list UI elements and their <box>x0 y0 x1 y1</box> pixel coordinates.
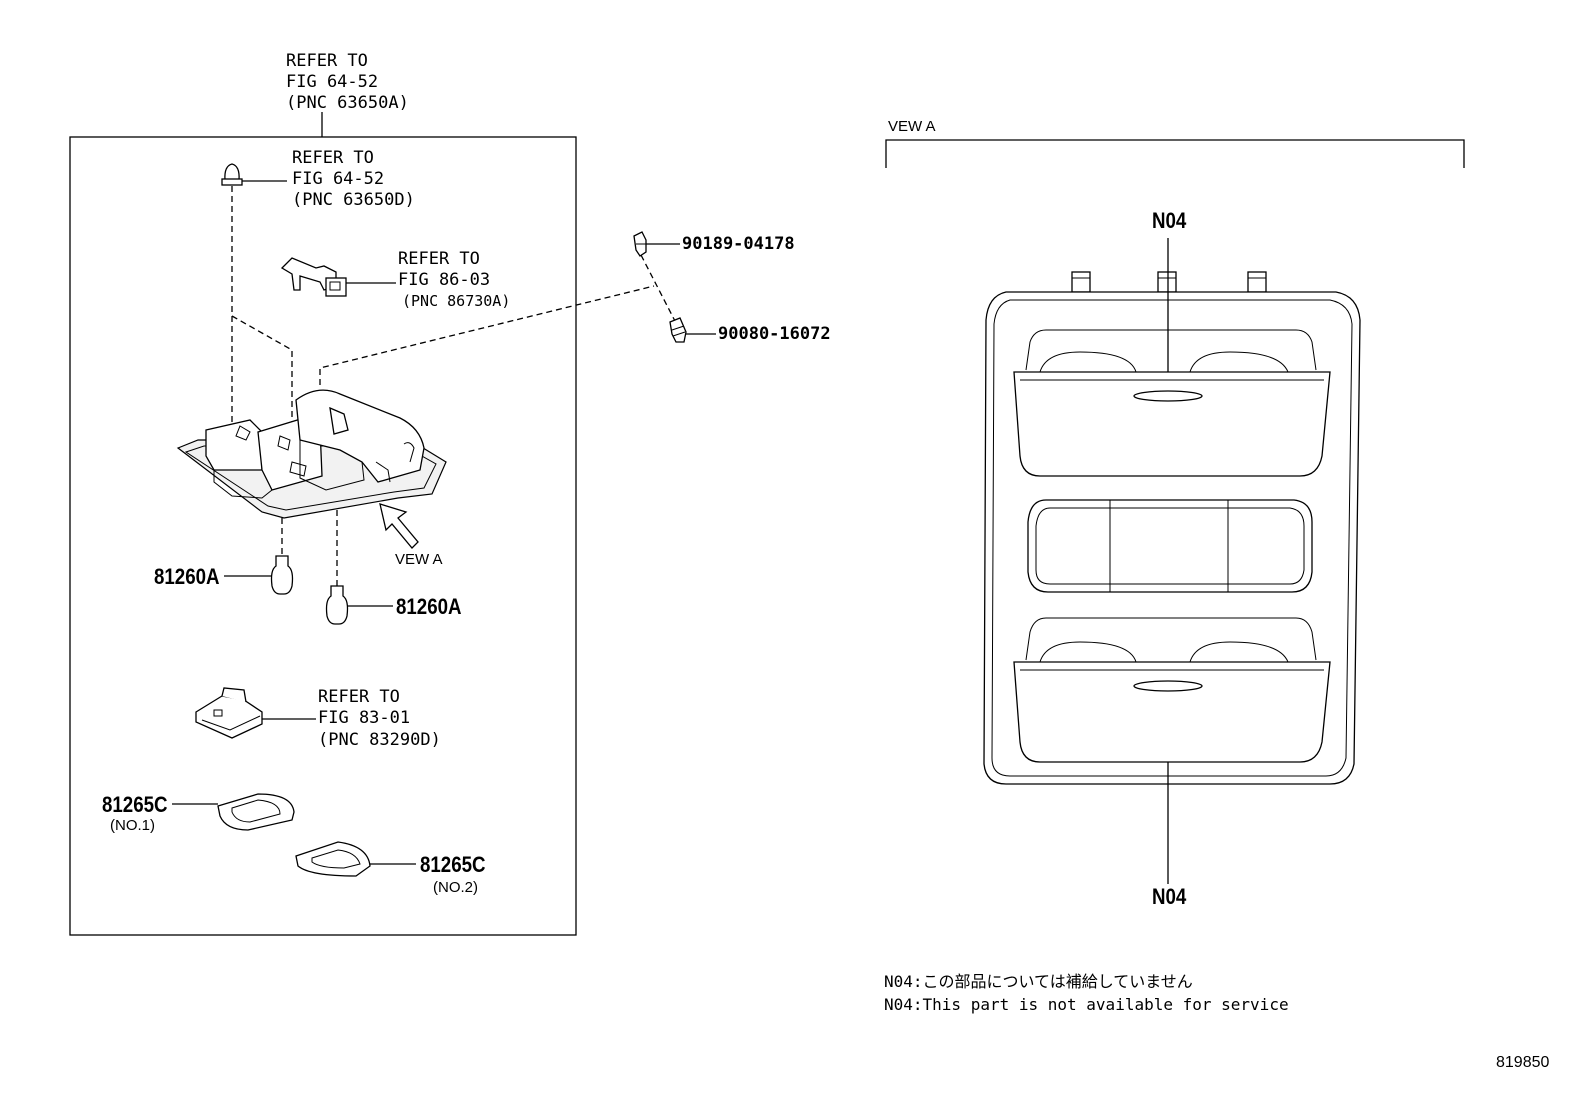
refer-main-line1: REFER TO <box>286 51 368 71</box>
view-a-arrow <box>379 503 419 549</box>
refer-main-line3: (PNC 63650A) <box>286 93 409 113</box>
view-a-arrow-label: VEW A <box>395 551 443 568</box>
screw-90080-label: 90080-16072 <box>718 324 831 344</box>
illustration-id: 819850 <box>1496 1054 1550 1071</box>
assembly-frame <box>69 136 577 936</box>
refer-harness-line3: (PNC 86730A) <box>402 292 511 310</box>
screw-dash <box>319 285 655 385</box>
lens-no1 <box>217 793 295 831</box>
bulb-right-label: 81260A <box>396 594 462 619</box>
refer-clip-line1: REFER TO <box>292 148 374 168</box>
view-a-title: VEW A <box>888 118 936 135</box>
lens-no2-sub: (NO.2) <box>433 879 478 896</box>
lens-no2-number: 81265C <box>420 852 486 877</box>
bulb-left-label: 81260A <box>154 564 220 589</box>
bulb-right <box>325 585 349 625</box>
view-a-bracket <box>885 139 1465 168</box>
n04-top-label: N04 <box>1152 208 1187 233</box>
lens-no2 <box>295 841 371 877</box>
refer-switch-line2: FIG 83-01 <box>318 708 411 728</box>
harness-part <box>280 257 347 297</box>
lens-no1-number: 81265C <box>102 792 168 817</box>
bulb-left <box>270 555 294 595</box>
refer-harness-line1: REFER TO <box>398 249 480 269</box>
refer-main-line2: FIG 64-52 <box>286 72 379 92</box>
refer-clip-line3: (PNC 63650D) <box>292 190 415 210</box>
refer-harness-line2: FIG 86-03 <box>398 270 491 290</box>
refer-switch-line3: (PNC 83290D) <box>318 730 441 750</box>
refer-clip-line2: FIG 64-52 <box>292 169 385 189</box>
console-lamp-assembly <box>176 389 447 519</box>
screw-90189-label: 90189-04178 <box>682 234 795 254</box>
lens-no1-sub: (NO.1) <box>110 817 155 834</box>
switch-part <box>195 687 263 739</box>
n04-bottom-label: N04 <box>1152 884 1187 909</box>
note-english: N04:This part is not available for servi… <box>884 995 1289 1014</box>
screw-90080 <box>669 317 687 343</box>
clip-part <box>221 163 243 186</box>
refer-switch-line1: REFER TO <box>318 687 400 707</box>
view-a-console <box>983 271 1361 785</box>
screw-90189 <box>633 231 647 257</box>
screw-dash-2 <box>640 254 677 324</box>
note-japanese: N04:この部品については補給していません <box>884 972 1193 991</box>
